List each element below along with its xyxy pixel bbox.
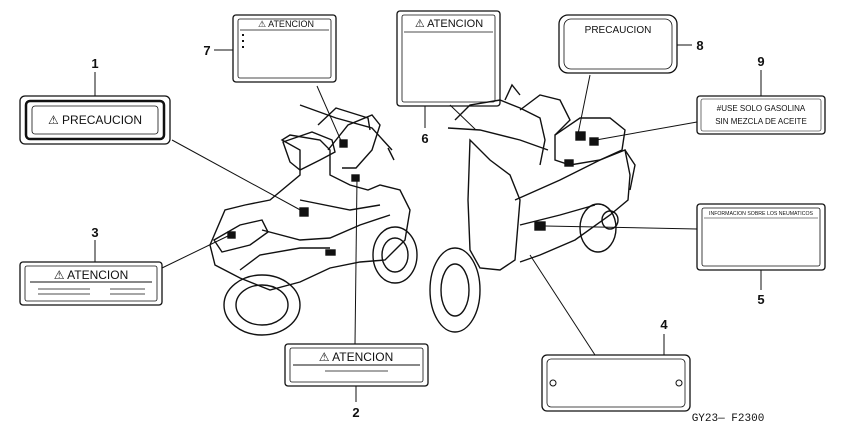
reference-code: GY23— F2300 xyxy=(692,413,765,425)
label-1-precaucion: ⚠ PRECAUCION xyxy=(19,95,171,145)
label-3-text: ⚠ ATENCION xyxy=(54,268,129,282)
callout-number-3: 3 xyxy=(91,225,98,240)
callout-number-1: 1 xyxy=(91,56,98,71)
callout-number-5: 5 xyxy=(757,292,764,307)
label-6-text: ⚠ ATENCION xyxy=(415,18,483,30)
label-9-line-1: #USE SOLO GASOLINA xyxy=(717,104,806,113)
scooter-rear-view xyxy=(209,104,418,336)
leader-lines xyxy=(161,74,698,356)
scooter-front-view xyxy=(429,83,636,333)
label-3-atencion: ⚠ ATENCION xyxy=(19,261,163,306)
label-7-atencion: ⚠ ATENCION xyxy=(232,14,337,83)
callout-number-2: 2 xyxy=(352,405,359,420)
label-8-text: PRECAUCION xyxy=(585,25,652,36)
label-5-neumaticos: INFORMACION SOBRE LOS NEUMATICOS xyxy=(696,203,826,271)
label-7-text: ⚠ ATENCION xyxy=(258,19,314,29)
label-5-text: INFORMACION SOBRE LOS NEUMATICOS xyxy=(709,211,813,217)
label-4-plate xyxy=(541,354,691,412)
label-9-line-2: SIN MEZCLA DE ACEITE xyxy=(715,117,807,126)
label-1-text: ⚠ PRECAUCION xyxy=(48,113,142,127)
label-2-text: ⚠ ATENCION xyxy=(319,350,394,364)
callout-number-9: 9 xyxy=(757,54,764,69)
label-2-atencion: ⚠ ATENCION xyxy=(284,343,429,387)
callout-number-7: 7 xyxy=(203,43,210,58)
callout-number-4: 4 xyxy=(660,317,668,332)
callout-number-8: 8 xyxy=(696,38,703,53)
label-6-atencion: ⚠ ATENCION xyxy=(396,10,501,107)
label-9-gasolina: #USE SOLO GASOLINA SIN MEZCLA DE ACEITE xyxy=(696,95,826,135)
label-8-precaucion: PRECAUCION xyxy=(558,14,678,74)
callout-number-6: 6 xyxy=(421,131,428,146)
